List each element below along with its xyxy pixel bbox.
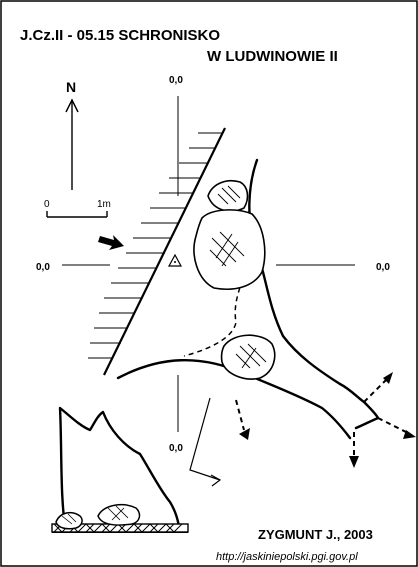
title-line-2: W LUDWINOWIE II — [207, 48, 338, 65]
section-marker-top: 0,0 — [169, 75, 183, 86]
author-credit: ZYGMUNT J., 2003 — [258, 527, 373, 542]
title-line-1: J.Cz.II - 05.15 SCHRONISKO — [20, 27, 220, 44]
source-url[interactable]: http://jaskiniepolski.pgi.gov.pl — [216, 551, 358, 563]
inner-boundary-dashed — [183, 261, 249, 357]
direction-arrow — [189, 397, 222, 487]
section-marker-bottom: 0,0 — [169, 443, 183, 454]
arrowhead-icons — [239, 372, 416, 468]
boulder-3 — [220, 334, 276, 380]
boulder-group — [193, 180, 276, 380]
north-arrow-icon — [65, 98, 79, 190]
scale-bar — [46, 211, 108, 218]
boulder-2 — [193, 209, 266, 290]
rock-wall — [88, 127, 226, 376]
cave-outline — [116, 158, 380, 440]
passage-continuations — [235, 377, 411, 462]
scale-end-label: 1m — [97, 199, 111, 210]
section-marker-left: 0,0 — [36, 262, 50, 273]
cross-section-profile — [51, 406, 189, 533]
survey-point-icon — [167, 253, 183, 267]
section-lines — [62, 96, 355, 432]
boulder-hatching — [209, 185, 267, 369]
section-marker-right: 0,0 — [376, 262, 390, 273]
entrance-arrow-icon — [98, 235, 124, 250]
profile-boulder-2 — [97, 503, 141, 526]
north-label: N — [66, 79, 76, 95]
boulder-1 — [207, 180, 249, 212]
scale-start-label: 0 — [44, 199, 50, 210]
